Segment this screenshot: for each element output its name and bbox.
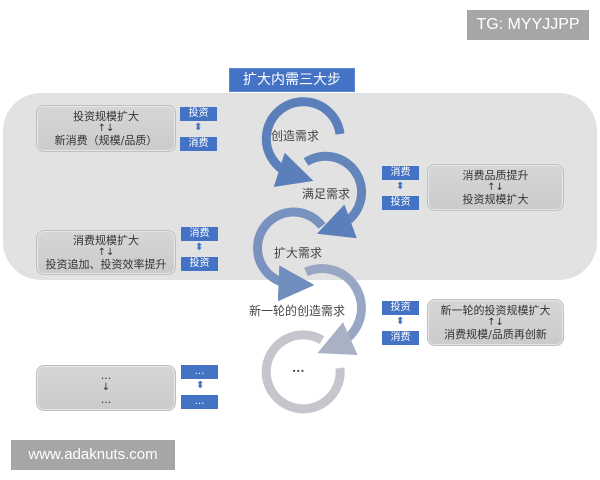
left-box-2: 消费规模扩大 ↑↓ 投资追加、投资效率提升 (36, 230, 176, 275)
double-arrow-icon: ⬍ (196, 380, 205, 391)
left-box-1: 投资规模扩大 ↑↓ 新消费（规模/品质） (36, 105, 176, 152)
double-arrow-icon: ⬍ (195, 242, 204, 253)
left-box-2-line2: 投资追加、投资效率提升 (45, 257, 167, 271)
tag-consume: 消费 (180, 137, 217, 151)
right-box-1-line1: 消费品质提升 (462, 168, 529, 182)
tag-invest: 投资 (382, 196, 419, 210)
left-box-1-line2: 新消费（规模/品质） (54, 133, 158, 147)
tag-invest: 投资 (180, 107, 217, 121)
left-box-3-line1: ... (100, 369, 112, 382)
right-box-1: 消费品质提升 ↑↓ 投资规模扩大 (427, 164, 564, 211)
step-label-create: 创造需求 (271, 129, 320, 143)
arc-new-round (304, 264, 366, 355)
arc-create-demand (261, 97, 345, 187)
left-box-1-line1: 投资规模扩大 (73, 109, 139, 123)
diagram-title: 扩大内需三大步 (229, 68, 355, 92)
arc-meet-demand (303, 151, 367, 239)
up-down-arrows-icon: ↑↓ (97, 246, 115, 258)
double-arrow-icon: ⬍ (396, 181, 405, 192)
tag-invest: 投资 (181, 257, 218, 271)
right-box-2-line2: 消费规模/品质再创新 (444, 327, 547, 341)
tag-placeholder: ... (181, 365, 218, 379)
tag-consume: 消费 (382, 331, 419, 345)
step-label-new-round: 新一轮的创造需求 (249, 304, 346, 318)
left-box-2-line1: 消费规模扩大 (73, 233, 139, 247)
up-down-arrows-icon: ↑↓ (97, 122, 115, 134)
right-box-1-line2: 投资规模扩大 (462, 192, 529, 206)
right-box-2-line1: 新一轮的投资规模扩大 (440, 303, 551, 317)
step-label-continuation: ... (292, 361, 305, 375)
watermark-tg: TG: MYYJJPP (467, 10, 589, 40)
down-arrow-icon: ↓ (101, 382, 111, 393)
arc-continuation (261, 330, 345, 414)
left-box-3-line2: ... (100, 393, 112, 406)
double-arrow-icon: ⬍ (396, 316, 405, 327)
up-down-arrows-icon: ↑↓ (487, 316, 504, 328)
step-label-expand: 扩大需求 (274, 246, 323, 260)
watermark-url: www.adaknuts.com (11, 440, 175, 470)
right-box-2: 新一轮的投资规模扩大 ↑↓ 消费规模/品质再创新 (427, 299, 564, 346)
left-box-3: ... ↓ ... (36, 365, 176, 411)
step-label-meet: 满足需求 (302, 187, 351, 201)
arc-expand-demand (253, 207, 326, 302)
double-arrow-icon: ⬍ (194, 122, 203, 133)
tag-consume: 消费 (382, 166, 419, 180)
tag-consume: 消费 (181, 227, 218, 241)
up-down-arrows-icon: ↑↓ (487, 181, 504, 193)
tag-invest: 投资 (382, 301, 419, 315)
tag-placeholder: ... (181, 395, 218, 409)
